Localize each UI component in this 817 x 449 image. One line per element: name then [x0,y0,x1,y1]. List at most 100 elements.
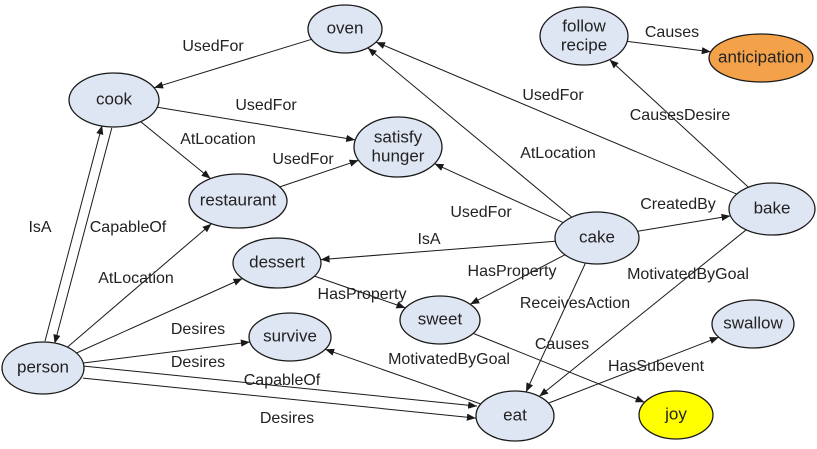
edge-bake-eat [538,229,747,397]
edge-label-usedfor: UsedFor [272,151,334,168]
node-survive: survive [248,312,332,362]
node-label: survive [263,326,317,345]
node-label: bake [754,198,791,217]
node-ellipse [307,4,383,54]
edge-follow_recipe-anticipation [627,40,711,55]
node-label-line: recipe [561,35,607,54]
node-ellipse [1,341,85,395]
edge-label-causesdesire: CausesDesire [630,107,731,124]
node-label: restaurant [200,190,277,209]
node-label-line: hunger [372,146,425,165]
node-oven: oven [307,4,383,54]
edge-label-createdby: CreatedBy [640,196,716,213]
edge-label-isa: IsA [417,231,440,248]
edge-oven-bake [375,41,737,195]
edge-label-usedfor: UsedFor [450,204,512,221]
edge-label-hassubevent: HasSubevent [608,358,705,375]
edge-label-usedfor: UsedFor [522,87,584,104]
node-swallow: swallow [711,299,795,349]
edge-restaurant-satisfy_hunger [279,159,359,188]
node-ellipse [708,33,814,83]
node-label: joy [664,404,687,423]
node-label: dessert [249,252,305,271]
edge-eat-survive [325,348,481,405]
edge-label-motivatedbygoal: MotivatedByGoal [627,266,749,283]
node-cake: cake [554,211,640,265]
edge-dessert-sweet [314,275,406,309]
node-joy: joy [638,390,714,440]
node-ellipse [554,211,640,265]
edge-eat-swallow [548,336,719,404]
node-ellipse [475,390,555,442]
node-label: cook [96,89,132,108]
edge-label-capableof: CapableOf [244,372,321,389]
node-restaurant: restaurant [188,173,288,229]
edge-label-causes: Causes [645,24,699,41]
edge-label-desires: Desires [260,410,314,427]
node-label: eat [503,405,527,424]
edge-label-atlocation: AtLocation [98,270,174,287]
edge-cake-sweet [469,254,566,305]
edge-cake-oven [367,47,573,218]
node-ellipse [399,295,481,345]
node-sweet: sweet [399,295,481,345]
edge-person-restaurant [67,223,212,348]
node-ellipse [638,390,714,440]
node-anticipation: anticipation [708,33,814,83]
edge-label-causes: Causes [535,336,589,353]
node-dessert: dessert [232,237,322,289]
edge-label-desires: Desires [171,321,225,338]
edge-cake-dessert [320,240,556,263]
edge-label-capableof: CapableOf [90,219,167,236]
edge-cook-restaurant [140,121,211,179]
node-label: cake [579,227,615,246]
edge-label-hasproperty: HasProperty [318,286,407,303]
edge-oven-cook [153,38,312,89]
edge-cook-satisfy_hunger [157,106,356,142]
edge-label-atlocation: AtLocation [520,145,596,162]
edge-label-receivesaction: ReceivesAction [520,295,630,312]
edge-bake-follow_recipe [609,59,749,188]
node-eat: eat [475,390,555,442]
node-ellipse [728,182,816,236]
node-label: anticipation [718,47,804,66]
edge-person-eat [82,377,476,421]
node-label-line: satisfy [374,127,423,146]
node-ellipse [248,312,332,362]
node-person: person [1,341,85,395]
edge-cake-eat [525,262,586,393]
node-ellipse [232,237,322,289]
node-ellipse [711,299,795,349]
edge-label-isa: IsA [28,219,51,236]
edge-sweet-joy [473,332,645,403]
edge-label-usedfor: UsedFor [235,97,297,114]
edge-person-survive [83,339,250,364]
edge-label-motivatedbygoal: MotivatedByGoal [388,351,510,368]
edge-label-usedfor: UsedFor [182,38,244,55]
node-bake: bake [728,182,816,236]
edge-person-dessert [76,278,243,354]
edge-cake-bake [637,213,731,232]
edge-person-eat [84,365,478,409]
node-label: person [17,357,69,376]
node-label: sweet [418,309,463,328]
node-label: swallow [723,313,783,332]
edge-cake-satisfy_hunger [434,163,564,224]
edge-label-desires: Desires [171,354,225,371]
node-ellipse [539,6,629,66]
edge-person-cook [44,125,104,342]
node-label-line: follow [562,16,606,35]
edge-label-hasproperty: HasProperty [468,263,557,280]
node-ellipse [353,116,443,178]
node-cook: cook [68,72,160,128]
node-ellipse [68,72,160,128]
node-label: oven [327,18,364,37]
node-ellipse [188,173,288,229]
edge-person-cook [53,127,113,344]
edge-label-atlocation: AtLocation [180,131,256,148]
